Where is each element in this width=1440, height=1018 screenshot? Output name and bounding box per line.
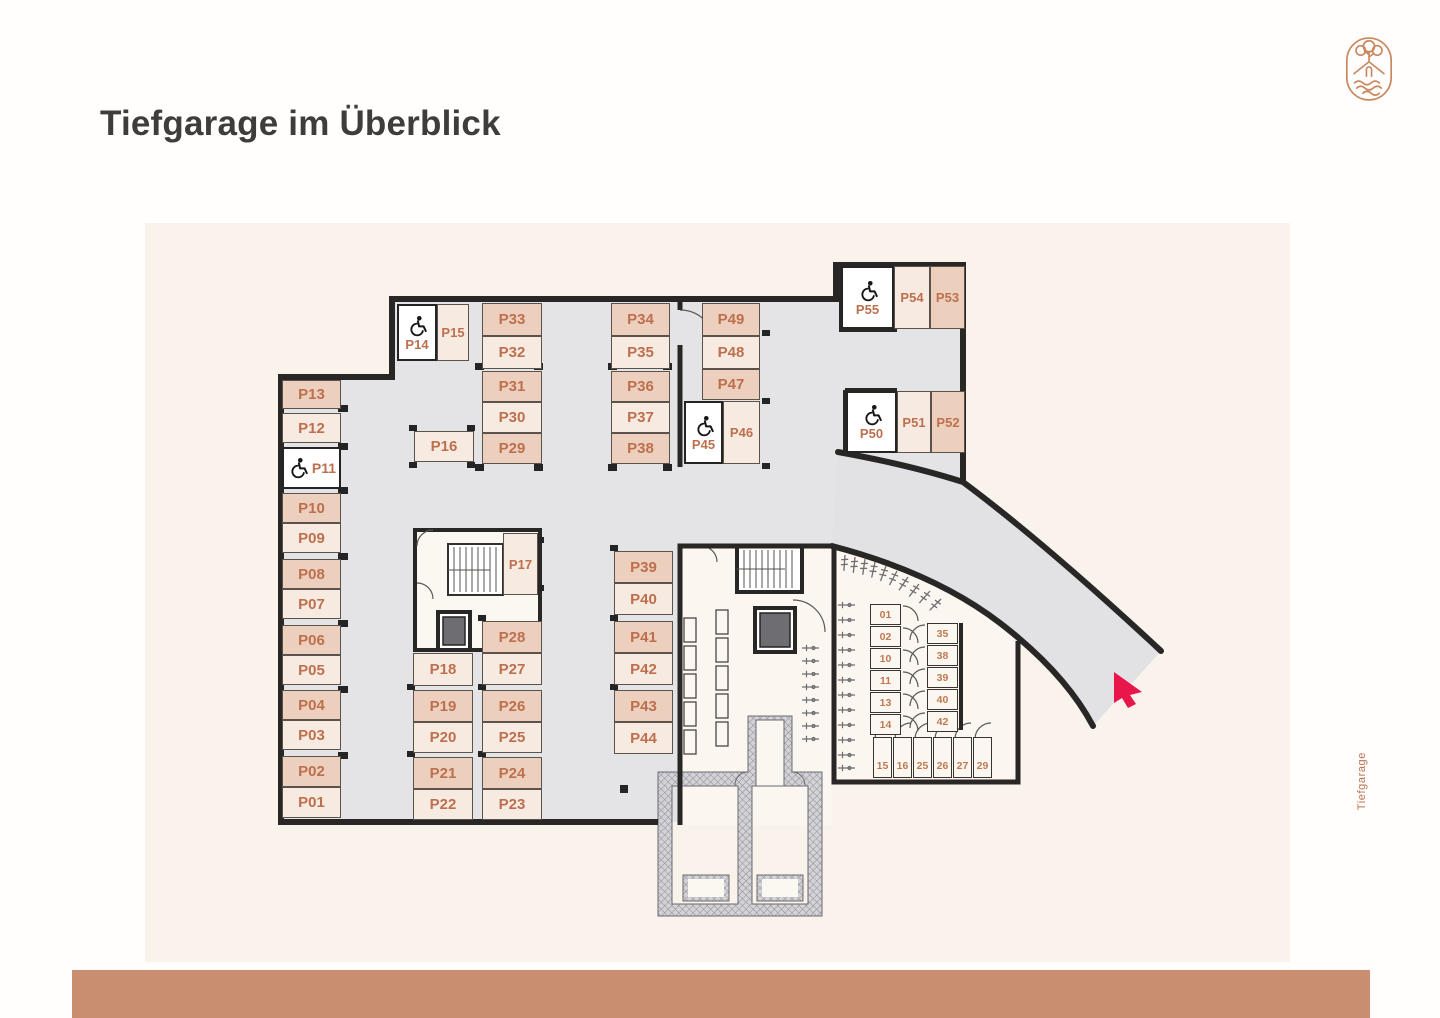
stairwell-west bbox=[413, 528, 542, 652]
side-label: Tiefgarage bbox=[1356, 752, 1368, 811]
stairwell-center bbox=[683, 544, 826, 755]
brand-logo-icon bbox=[1346, 37, 1392, 101]
lockers bbox=[683, 609, 729, 755]
page-title: Tiefgarage im Überblick bbox=[100, 104, 501, 143]
footer-bar bbox=[72, 970, 1370, 1018]
floor-plan-drawing bbox=[278, 262, 1164, 917]
ramp-surface bbox=[832, 452, 1161, 726]
walls bbox=[278, 262, 1164, 825]
entrance-arrow bbox=[1114, 672, 1142, 708]
building-core bbox=[657, 715, 823, 917]
